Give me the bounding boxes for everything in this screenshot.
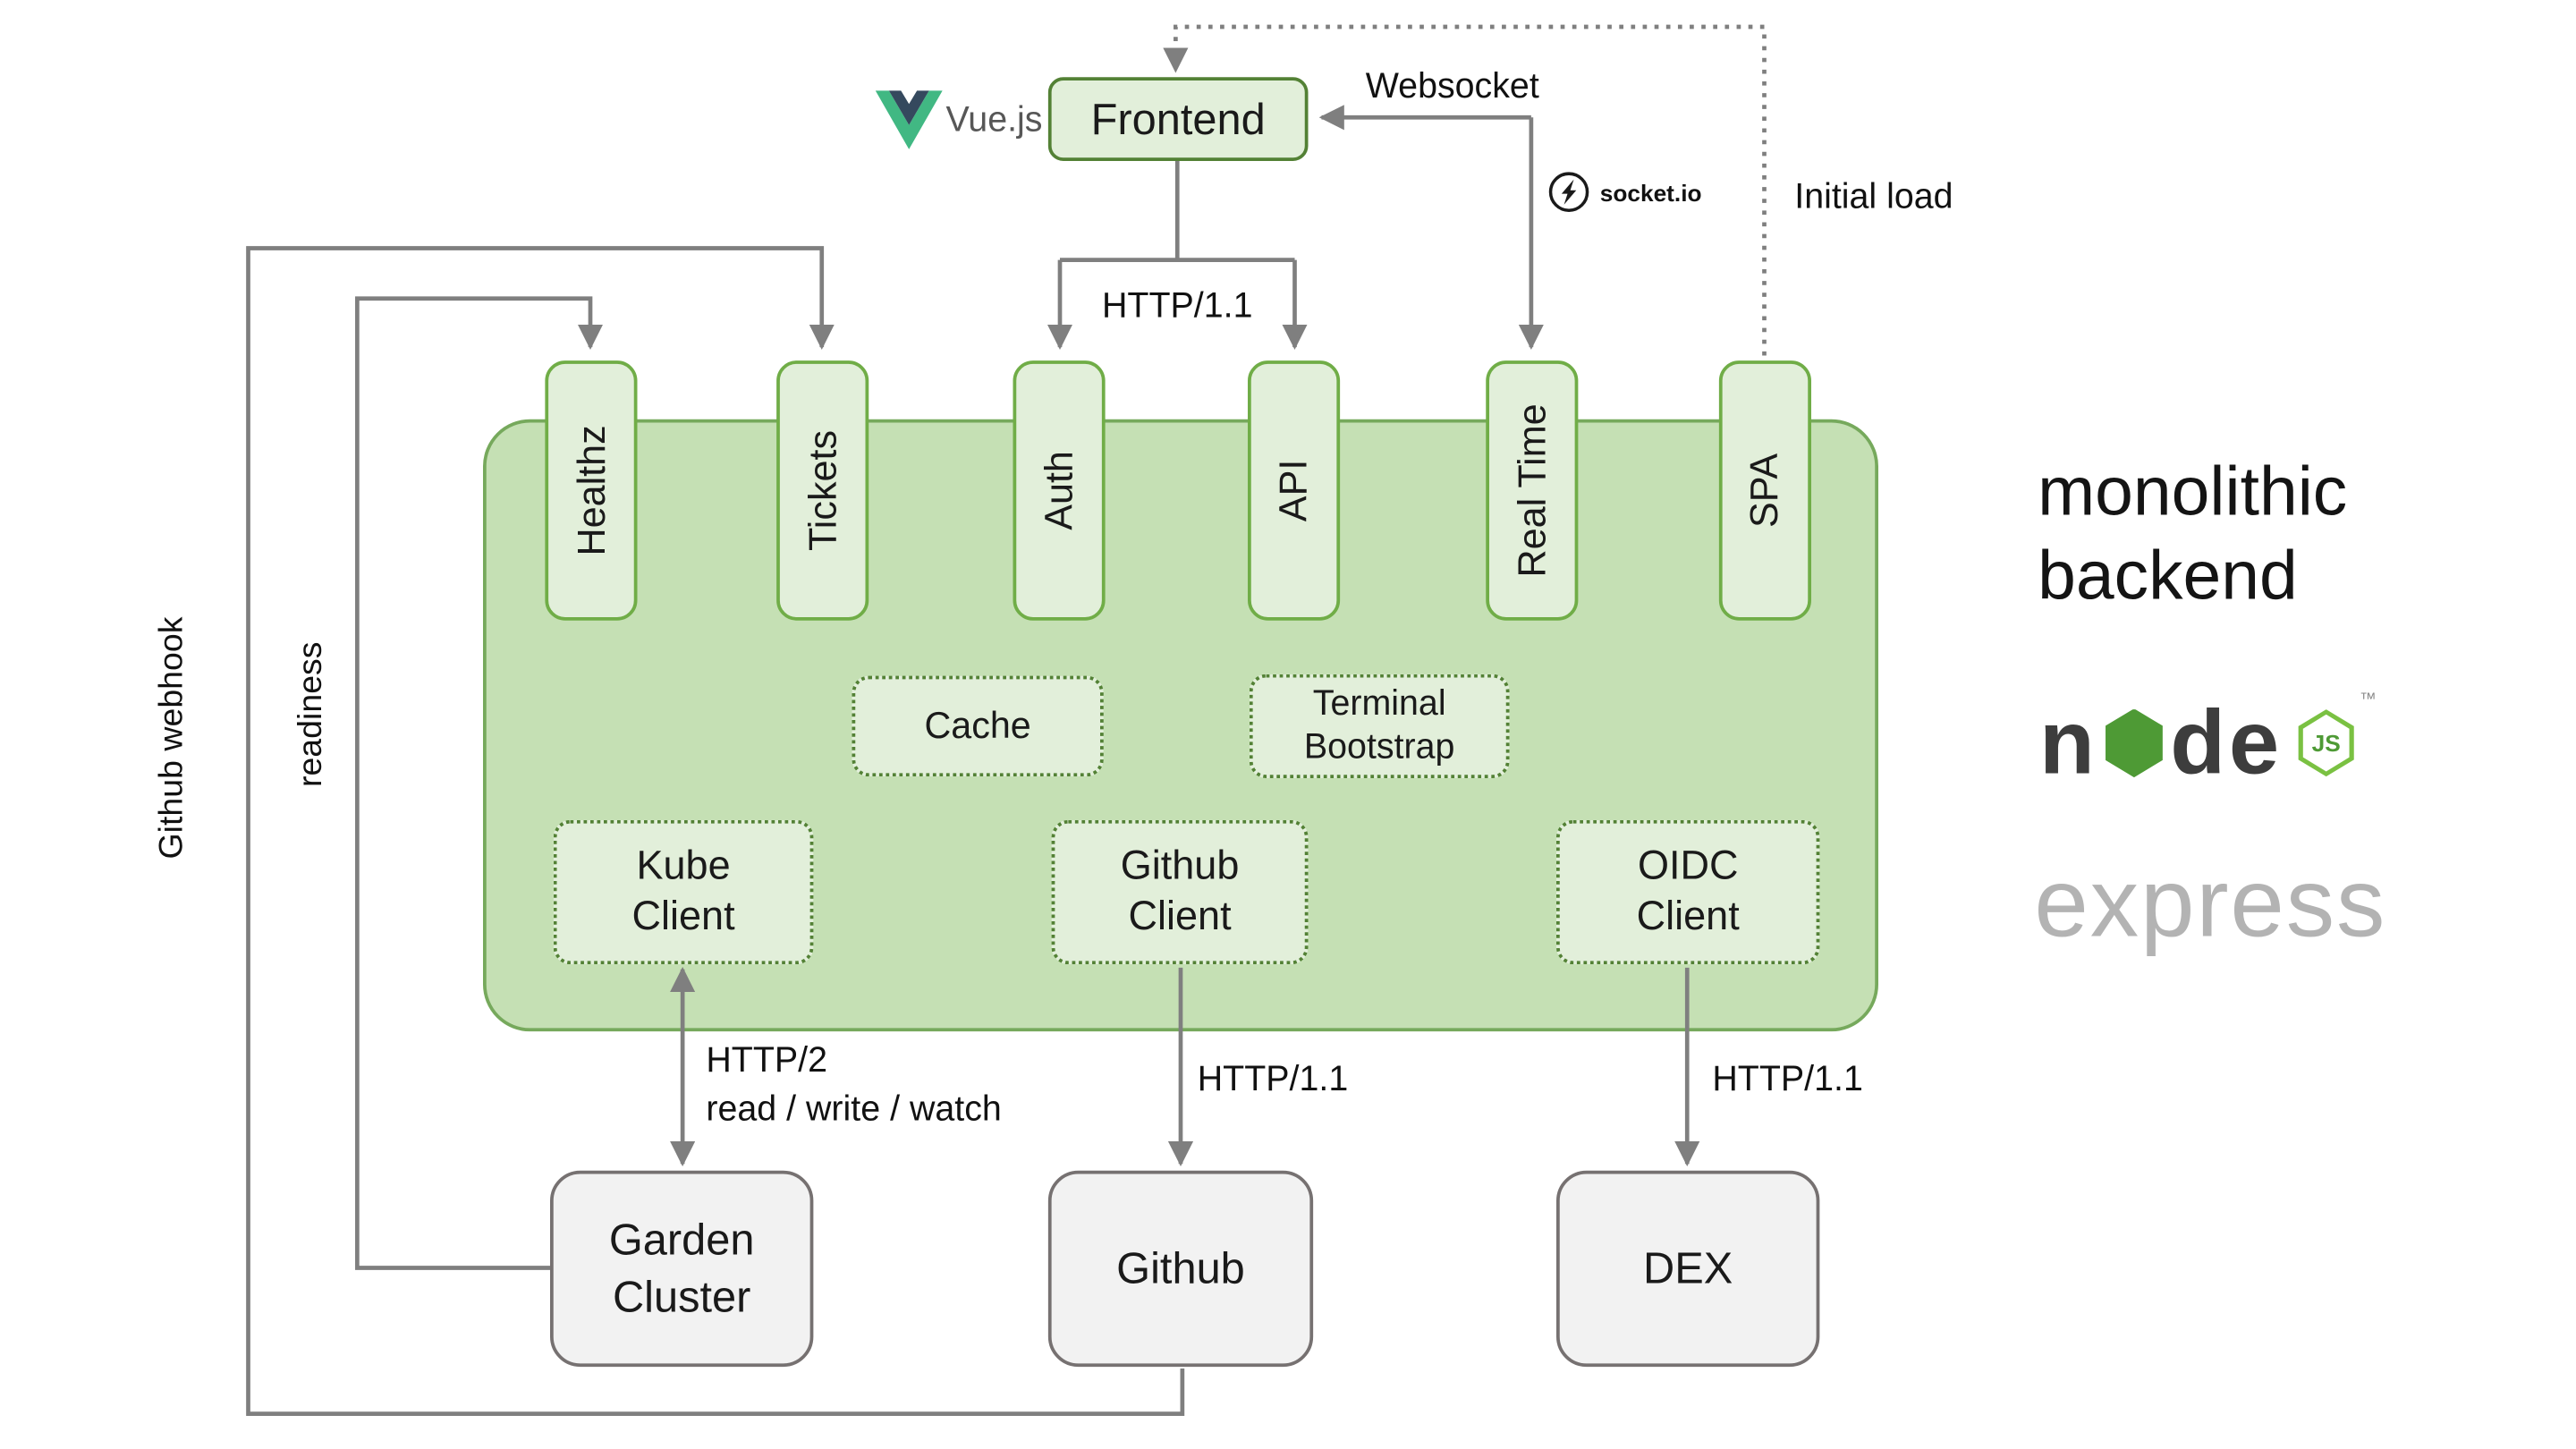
vuejs-icon xyxy=(875,90,943,149)
node-js-badge-label: JS xyxy=(2302,714,2350,772)
frontend-label: Frontend xyxy=(1090,93,1266,144)
external-garden-cluster: Garden Cluster xyxy=(550,1170,814,1368)
socketio-label: socket.io xyxy=(1599,179,1702,207)
endpoint-spa: SPA xyxy=(1718,360,1811,621)
endpoint-tickets: Tickets xyxy=(776,360,869,621)
node-letters: de xyxy=(2170,692,2283,793)
component-kube-client: Kube Client xyxy=(553,819,814,965)
external-label: Github xyxy=(1116,1241,1245,1292)
label-http11-dex: HTTP/1.1 xyxy=(1712,1060,1863,1099)
component-terminal-bootstrap: Terminal Bootstrap xyxy=(1249,674,1510,778)
socketio-icon xyxy=(1548,172,1589,212)
label-initial-load: Initial load xyxy=(1794,177,1953,216)
label-websocket: Websocket xyxy=(1365,67,1539,106)
component-label: Github Client xyxy=(1120,843,1240,939)
label-http11-github: HTTP/1.1 xyxy=(1197,1060,1349,1099)
express-logo: express xyxy=(2034,848,2387,958)
endpoint-label: API xyxy=(1271,459,1315,522)
node-trademark: ™ xyxy=(2360,691,2377,710)
endpoint-healthz: Healthz xyxy=(545,360,638,621)
endpoint-realtime: Real Time xyxy=(1486,360,1579,621)
endpoint-label: Auth xyxy=(1036,451,1080,530)
label-github-webhook: Github webhook xyxy=(153,616,191,860)
external-label: Garden Cluster xyxy=(608,1213,755,1321)
external-dex: DEX xyxy=(1556,1170,1820,1368)
external-github: Github xyxy=(1047,1170,1314,1368)
endpoint-label: Real Time xyxy=(1509,403,1554,578)
component-label: Cache xyxy=(924,704,1031,747)
label-http11-frontend: HTTP/1.1 xyxy=(1101,286,1253,326)
endpoint-label: Tickets xyxy=(800,429,844,551)
component-label: Kube Client xyxy=(631,843,735,939)
external-label: DEX xyxy=(1643,1241,1733,1292)
label-readiness: readiness xyxy=(292,641,330,788)
nodejs-logo: n de JS ™ xyxy=(2039,691,2377,795)
component-label: Terminal Bootstrap xyxy=(1303,683,1455,767)
component-cache: Cache xyxy=(852,675,1104,777)
node-js-badge-icon: JS xyxy=(2298,709,2354,777)
endpoint-label: SPA xyxy=(1742,453,1786,528)
node-hexagon-icon xyxy=(2106,708,2163,778)
monolithic-backend-caption: monolithic backend xyxy=(2038,453,2348,614)
endpoint-auth: Auth xyxy=(1013,360,1106,621)
node-letter: n xyxy=(2039,692,2098,793)
frontend-box: Frontend xyxy=(1047,77,1309,161)
vuejs-label: Vue.js xyxy=(945,100,1043,140)
component-github-client: Github Client xyxy=(1051,819,1309,965)
label-http2: HTTP/2 xyxy=(706,1041,828,1080)
label-read-write-watch: read / write / watch xyxy=(706,1089,1002,1129)
component-oidc-client: OIDC Client xyxy=(1556,819,1820,965)
component-label: OIDC Client xyxy=(1636,843,1740,939)
endpoint-api: API xyxy=(1248,360,1341,621)
endpoint-label: Healthz xyxy=(568,425,613,556)
